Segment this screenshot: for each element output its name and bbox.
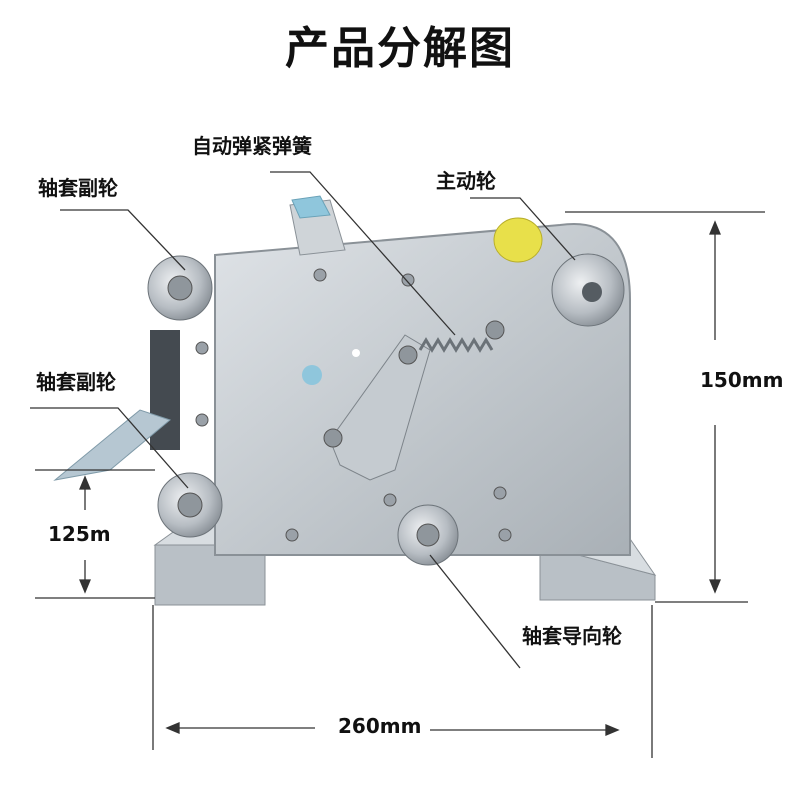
dimension-left-height: 125m xyxy=(48,522,111,546)
spring-anchor xyxy=(485,320,505,340)
tension-spring xyxy=(418,337,494,353)
diagram-title: 产品分解图 xyxy=(285,23,515,74)
nut-bottom-left xyxy=(177,492,203,518)
leader-sleeve-top xyxy=(60,209,186,271)
label-drive-wheel: 主动轮 xyxy=(436,169,496,193)
label-sleeve-wheel-left: 轴套副轮 xyxy=(36,370,116,394)
left-blue-guard xyxy=(53,409,172,481)
dimension-lines xyxy=(35,211,765,758)
main-plate xyxy=(214,222,631,556)
leader-drive xyxy=(470,197,576,261)
belt-yellow xyxy=(493,217,543,263)
leader-sleeve-left xyxy=(30,407,189,489)
leader-lines xyxy=(30,171,576,669)
label-spring: 自动弹紧弹簧 xyxy=(192,134,312,158)
nut-guide-wheel xyxy=(416,523,440,547)
dimension-width: 260mm xyxy=(338,714,422,738)
blue-hole xyxy=(302,365,322,385)
leader-guide xyxy=(429,554,521,669)
leader-spring xyxy=(270,171,456,336)
nut-top-left xyxy=(167,275,193,301)
arm-pivot xyxy=(398,345,418,365)
label-sleeve-wheel-top: 轴套副轮 xyxy=(38,176,118,200)
screws xyxy=(195,268,512,542)
drive-wheel-hub xyxy=(582,282,602,302)
dimension-height: 150mm xyxy=(700,368,784,392)
arm-bolt xyxy=(323,428,343,448)
small-hole xyxy=(352,349,360,357)
tab-blue-guard xyxy=(291,195,331,219)
label-guide-wheel: 轴套导向轮 xyxy=(522,624,622,648)
